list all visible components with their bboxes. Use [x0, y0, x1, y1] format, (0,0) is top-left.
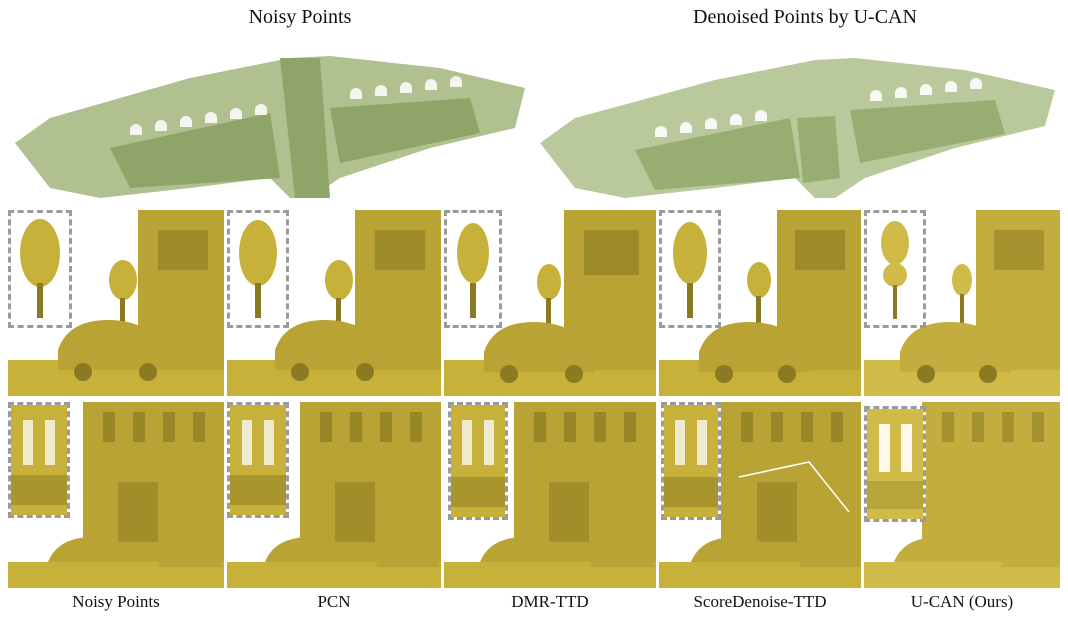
inset-tree-pcn [227, 210, 289, 328]
caption-scoredenoise-ttd: ScoreDenoise-TTD [693, 592, 827, 611]
caption-noisy-points: Noisy Points [72, 592, 160, 611]
inset-facade-pcn [227, 402, 289, 518]
inset-facade-noisy [8, 402, 70, 518]
caption-pcn: PCN [317, 592, 351, 611]
inset-facade-scoredenoise-ttd [661, 402, 721, 520]
scene-facade-u-can [864, 402, 1060, 588]
tunnel-noisy-panel [10, 38, 525, 200]
scene-tree-pcn [227, 210, 441, 396]
inset-tree-u-can [864, 210, 926, 328]
inset-facade-u-can [864, 406, 926, 522]
scene-facade-scoredenoise-ttd [659, 402, 861, 588]
scene-facade-noisy [8, 402, 224, 588]
scene-tree-u-can [864, 210, 1060, 396]
scene-tree-dmr-ttd [444, 210, 656, 396]
inset-tree-scoredenoise-ttd [659, 210, 721, 328]
caption-dmr-ttd: DMR-TTD [511, 592, 589, 611]
inset-tree-noisy [8, 210, 72, 328]
scene-facade-dmr-ttd [444, 402, 656, 588]
inset-tree-dmr-ttd [444, 210, 502, 328]
caption-u-can-ours: U-CAN (Ours) [910, 592, 1014, 611]
inset-facade-dmr-ttd [448, 402, 508, 520]
tunnel-denoised-panel [535, 38, 1058, 200]
scene-tree-noisy [8, 210, 224, 396]
scene-tree-scoredenoise-ttd [659, 210, 861, 396]
title-denoised-points: Denoised Points by U-CAN [693, 6, 917, 28]
title-noisy-points: Noisy Points [248, 6, 352, 28]
scene-facade-pcn [227, 402, 441, 588]
